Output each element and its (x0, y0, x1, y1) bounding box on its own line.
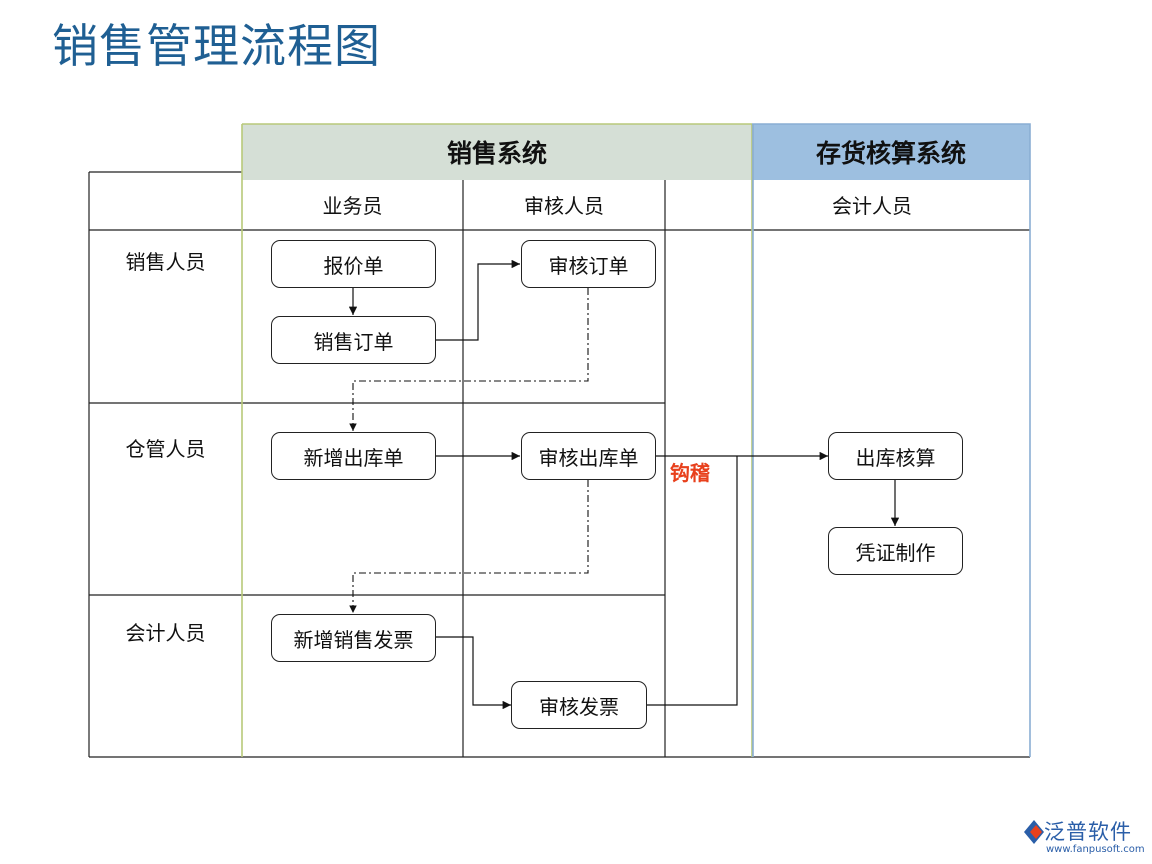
column-accountant: 会计人员 (832, 194, 912, 218)
brand-logo: 泛普软件 www.fanpusoft.com (1018, 814, 1146, 858)
node-quote: 报价单 (271, 240, 436, 288)
inventory-system-header-bg (752, 124, 1030, 180)
swimlane-grid (88, 171, 1030, 758)
row-accounting-staff: 会计人员 (125, 621, 206, 645)
node-outbound-costing: 出库核算 (828, 432, 963, 480)
inventory-system-header: 存货核算系统 (815, 139, 966, 168)
sales-system-header-bg (242, 124, 752, 180)
arrow-order-to-review (436, 259, 520, 341)
column-salesperson: 业务员 (322, 194, 383, 218)
row-warehouse-staff: 仓管人员 (125, 437, 206, 461)
row-sales-staff: 销售人员 (125, 250, 206, 274)
node-review-invoice: 审核发票 (511, 681, 647, 729)
dashed-arrow-review-order-to-outbound (349, 288, 589, 431)
node-new-outbound: 新增出库单 (271, 432, 436, 480)
node-review-outbound: 审核出库单 (521, 432, 656, 480)
brand-name: 泛普软件 (1044, 820, 1132, 844)
node-new-invoice: 新增销售发票 (271, 614, 436, 662)
column-reviewer: 审核人员 (524, 194, 604, 218)
node-sales-order: 销售订单 (271, 316, 436, 364)
brand-url: www.fanpusoft.com (1046, 844, 1145, 855)
fanpu-logo-icon (1024, 820, 1044, 844)
sales-system-header: 销售系统 (446, 139, 547, 168)
node-review-order: 审核订单 (521, 240, 656, 288)
reconcile-label: 钩稽 (670, 461, 710, 485)
page-title: 销售管理流程图 (52, 19, 381, 73)
arrow-invoice-reconcile (647, 456, 738, 706)
dashed-arrow-review-outbound-to-invoice (349, 480, 589, 613)
node-voucher: 凭证制作 (828, 527, 963, 575)
arrow-invoice-to-review (436, 636, 511, 710)
